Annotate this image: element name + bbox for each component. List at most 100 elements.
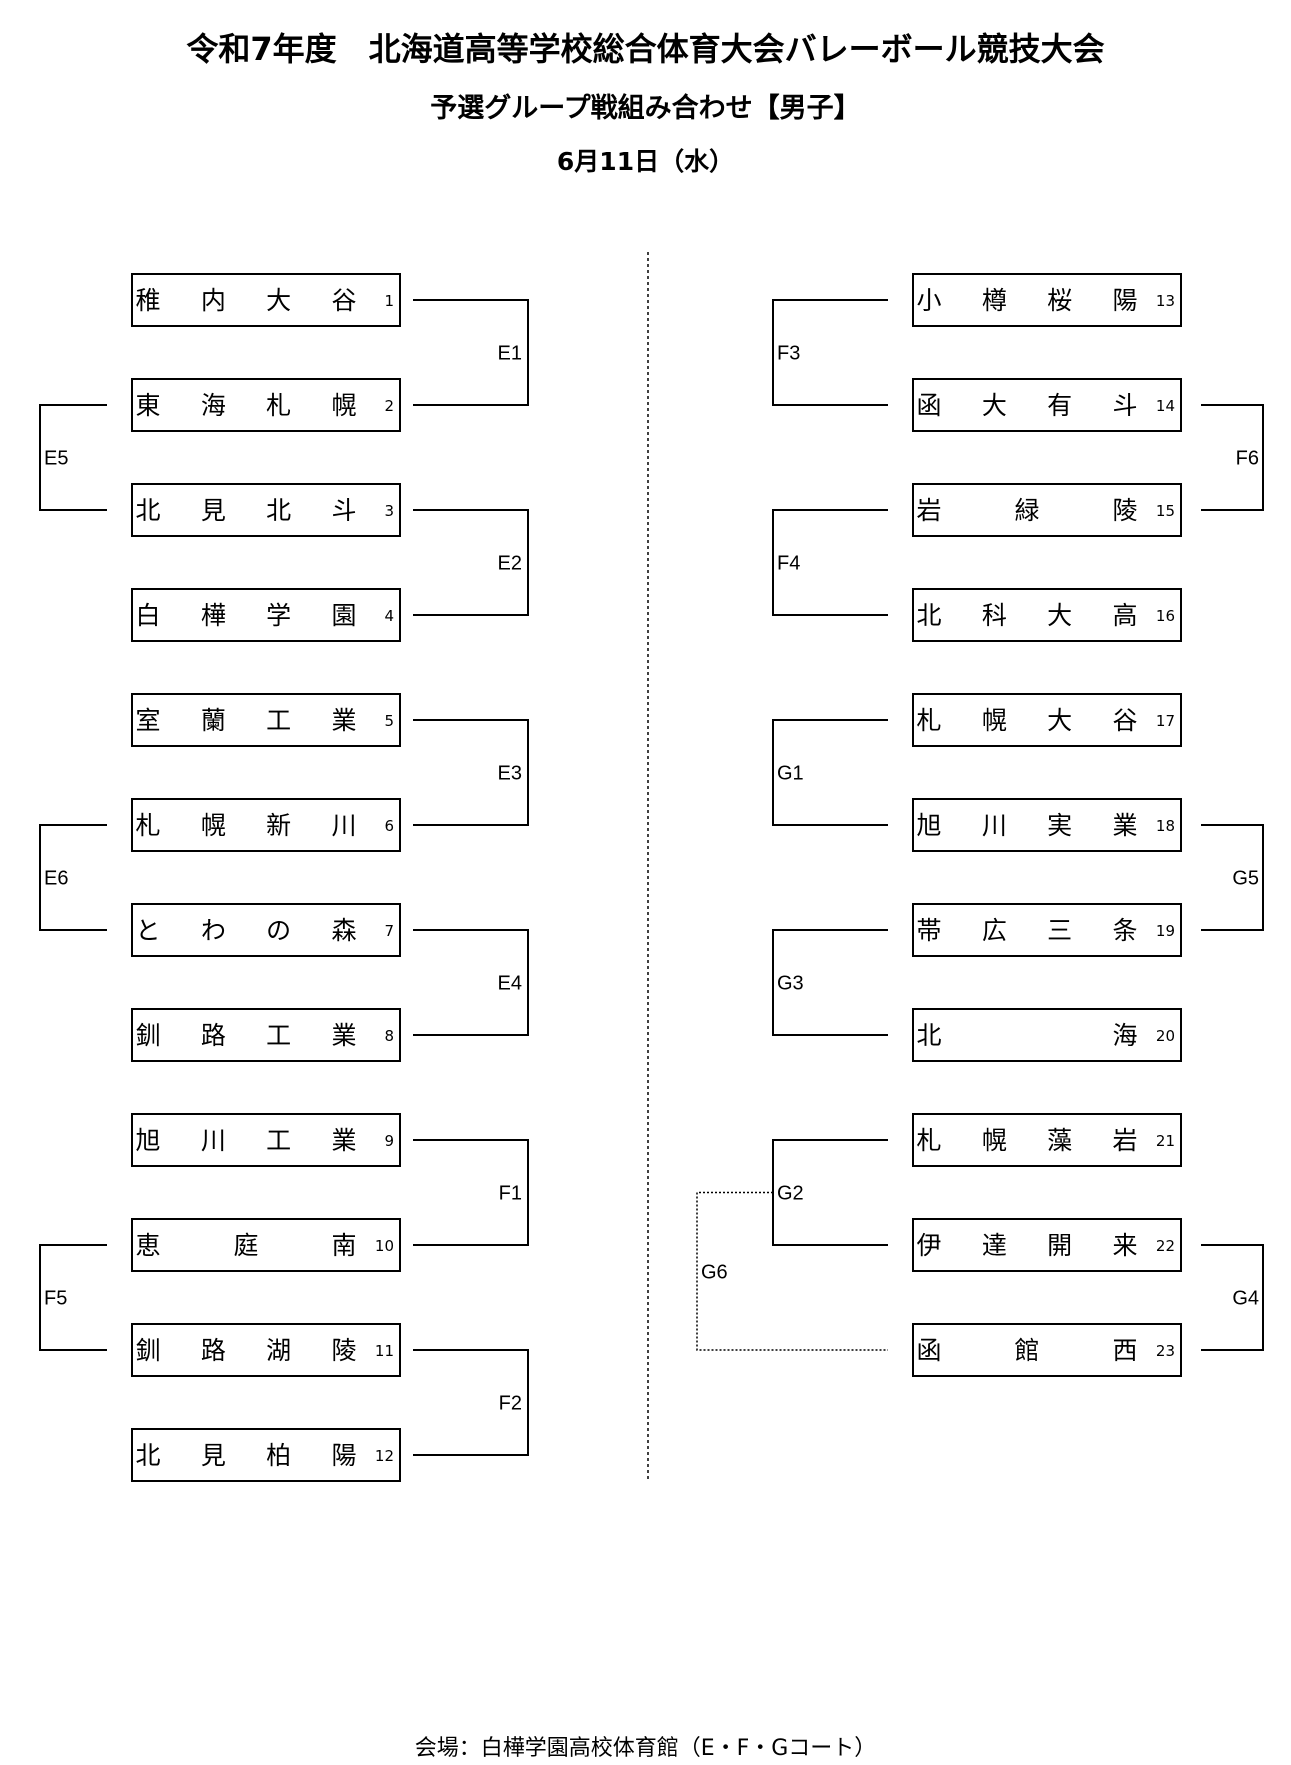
match-bracket-line: [413, 509, 529, 616]
match-bracket-line: [1201, 1244, 1264, 1351]
team-seed: 9: [384, 1132, 394, 1150]
team-box: [912, 378, 1182, 432]
match-label: E2: [498, 553, 522, 575]
match-bracket-line: [39, 404, 107, 511]
team-name-char: 路: [201, 1336, 226, 1365]
team-name-char: 広: [982, 916, 1007, 945]
team-name-char: 海: [201, 391, 226, 420]
team-name-char: 柏: [266, 1441, 291, 1470]
team-box: [912, 1218, 1182, 1272]
team-box: [912, 483, 1182, 537]
team-name-char: 南: [331, 1231, 356, 1260]
team-box: [912, 273, 1182, 327]
team-name-char: 学: [266, 601, 291, 630]
team-name-char: 幌: [331, 391, 356, 420]
event-date: 6月11日（水）: [556, 147, 735, 176]
team-name-char: 白: [135, 601, 160, 630]
team-name-char: 帯: [916, 916, 941, 945]
team-name-char: 館: [1014, 1336, 1039, 1365]
match-label: F6: [1236, 448, 1259, 470]
team-name-char: 大: [1047, 706, 1072, 735]
team-name-char: 樽: [982, 286, 1007, 315]
match-label: E4: [498, 973, 522, 995]
match-bracket-line: [39, 824, 107, 931]
team-name-char: 幌: [982, 706, 1007, 735]
match-bracket-line: [772, 719, 888, 826]
team-name-char: 陵: [1112, 496, 1137, 525]
team-name-char: 大: [1047, 601, 1072, 630]
team-name-char: 実: [1047, 811, 1072, 840]
match-label: G2: [777, 1183, 804, 1205]
team-name-char: 樺: [201, 601, 226, 630]
team-name-char: 新: [266, 811, 291, 840]
team-seed: 6: [384, 817, 394, 835]
team-name-char: 桜: [1047, 286, 1072, 315]
page-title: 令和7年度 北海道高等学校総合体育大会バレーボール競技大会: [186, 30, 1105, 68]
team-name-char: 藻: [1047, 1126, 1072, 1155]
team-name-char: 川: [201, 1126, 226, 1155]
team-seed: 23: [1156, 1342, 1175, 1360]
team-name-char: 札: [916, 706, 941, 735]
match-label: E1: [498, 343, 522, 365]
team-name-char: 札: [916, 1126, 941, 1155]
match-label: E6: [44, 868, 68, 890]
team-box: [131, 378, 401, 432]
venue-text: 会場：白樺学園高校体育館（E・F・Gコート）: [414, 1736, 877, 1761]
team-name-char: 谷: [331, 286, 356, 315]
team-name-char: 東: [135, 391, 160, 420]
page-subtitle: 予選グループ戦組み合わせ【男子】: [430, 93, 861, 124]
team-name-char: 川: [331, 811, 356, 840]
team-name-char: 森: [331, 916, 356, 945]
team-name-char: 幌: [982, 1126, 1007, 1155]
team-box: [912, 1113, 1182, 1167]
team-box: [131, 1008, 401, 1062]
team-name-char: 科: [982, 601, 1007, 630]
team-name-char: 来: [1112, 1231, 1137, 1260]
team-name-char: 高: [1112, 601, 1137, 630]
team-name-char: 緑: [1014, 496, 1039, 525]
team-name-char: 北: [135, 1441, 160, 1470]
team-seed: 4: [384, 607, 394, 625]
team-box: [131, 1323, 401, 1377]
team-name-char: の: [266, 916, 291, 945]
match-bracket-line: [772, 299, 888, 406]
match-bracket-line: [413, 299, 529, 406]
match-bracket-line: [413, 1139, 529, 1246]
team-name-char: 北: [916, 1021, 941, 1050]
team-box: [131, 273, 401, 327]
team-name-char: 岩: [1112, 1126, 1137, 1155]
team-name-char: 大: [266, 286, 291, 315]
team-name-char: 業: [331, 1126, 356, 1155]
team-name-char: 三: [1047, 916, 1072, 945]
team-name-char: 見: [201, 496, 226, 525]
team-name-char: 蘭: [201, 706, 226, 735]
match-label: F3: [777, 343, 800, 365]
team-name-char: わ: [201, 916, 226, 945]
team-name-char: 開: [1047, 1231, 1072, 1260]
team-box: [131, 1218, 401, 1272]
match-label: F2: [499, 1393, 522, 1415]
team-name-char: 達: [982, 1231, 1007, 1260]
team-seed: 16: [1156, 607, 1175, 625]
team-name-char: 業: [331, 1021, 356, 1050]
team-box: [131, 798, 401, 852]
match-bracket-line: [413, 719, 529, 826]
team-name-char: 北: [266, 496, 291, 525]
team-name-char: 西: [1112, 1336, 1137, 1365]
match-label: F1: [499, 1183, 522, 1205]
team-seed: 7: [384, 922, 394, 940]
team-box: [912, 1323, 1182, 1377]
team-seed: 13: [1156, 292, 1175, 310]
team-name-char: 有: [1047, 391, 1072, 420]
match-label: E5: [44, 448, 68, 470]
match-label: G6: [701, 1261, 728, 1283]
match-label: G3: [777, 973, 804, 995]
team-name-char: 恵: [135, 1231, 160, 1260]
team-name-char: 見: [201, 1441, 226, 1470]
team-name-char: 条: [1112, 916, 1137, 945]
team-name-char: 斗: [1112, 391, 1137, 420]
team-name-char: 工: [266, 706, 291, 735]
match-bracket-dotted-line: [696, 1191, 888, 1351]
team-name-char: 札: [266, 391, 291, 420]
